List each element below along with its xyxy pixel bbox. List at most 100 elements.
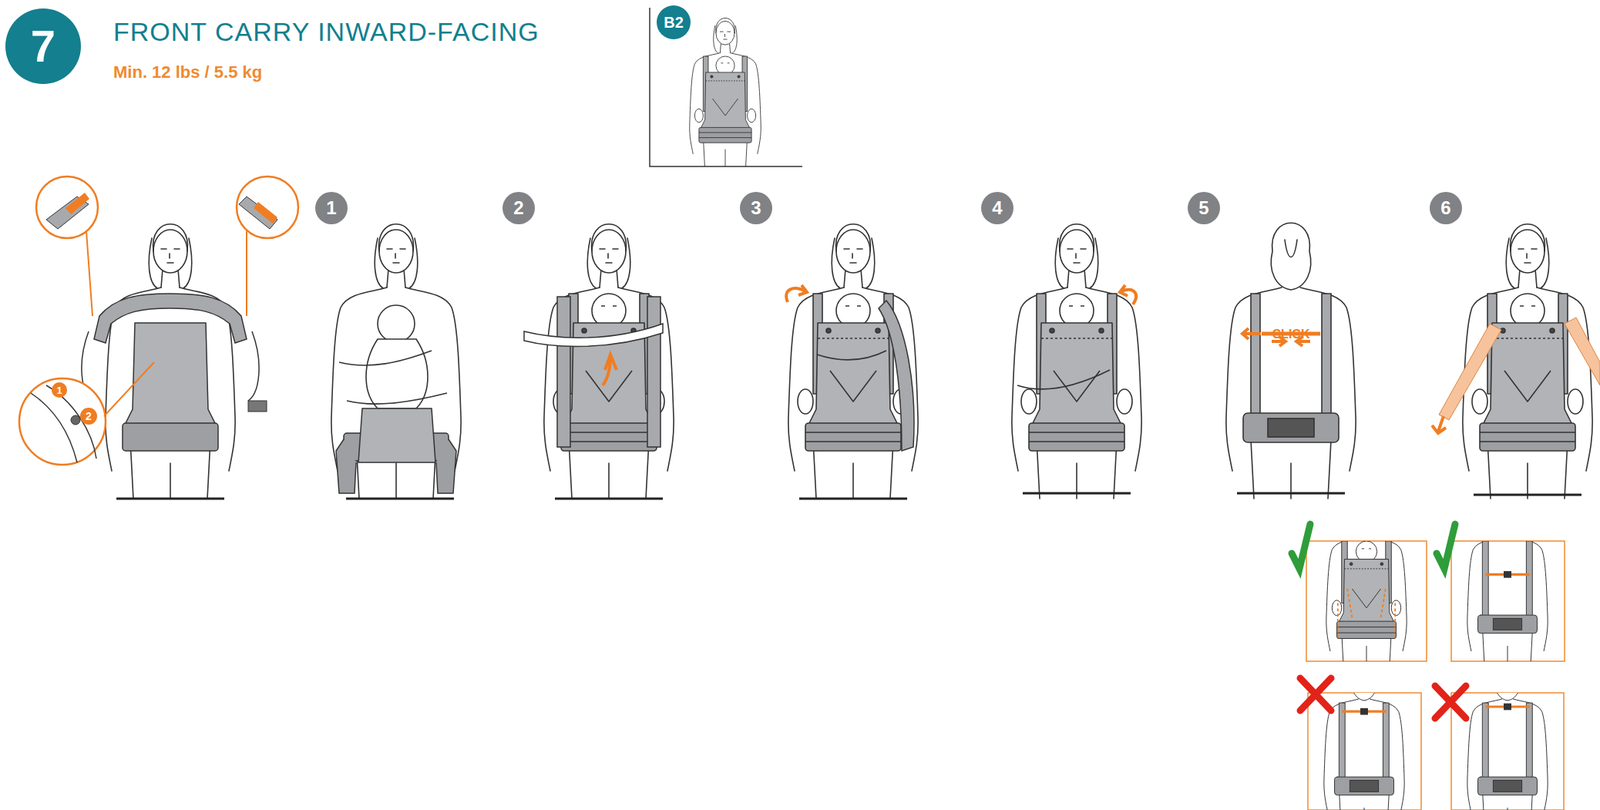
illustration-g	[1226, 222, 1356, 499]
node-text: 2	[513, 198, 524, 218]
illustration-path	[1337, 588, 1395, 637]
illustration-circle	[70, 415, 81, 425]
illustration-use	[689, 17, 762, 167]
illustration-use	[1324, 692, 1405, 810]
illustration-g	[1324, 692, 1405, 810]
step-number: 6	[1429, 191, 1463, 225]
illustration-g	[524, 224, 674, 499]
illustration-use	[1467, 541, 1548, 662]
illustration-path	[1300, 678, 1332, 711]
illustration-path	[253, 201, 278, 224]
click-label: CLICK	[1272, 327, 1311, 342]
illustration-use	[105, 224, 236, 499]
step-number: 4	[981, 191, 1014, 225]
illustration-path	[1473, 494, 1582, 497]
illustration-g	[689, 17, 762, 167]
illustration-path	[1242, 328, 1261, 340]
illustration-circle	[36, 176, 98, 239]
illustration-g	[689, 17, 762, 167]
circle-fill	[981, 191, 1014, 225]
illustration-path	[554, 497, 663, 501]
illustration-path	[1438, 323, 1502, 421]
section-title: FRONT CARRY INWARD-FACING	[113, 16, 540, 48]
section-number: 7	[5, 8, 81, 85]
illustration-path	[65, 192, 90, 215]
illustration-path	[30, 385, 97, 463]
illustration-path	[1564, 317, 1600, 386]
illustration-path	[358, 408, 436, 463]
illustration-g	[786, 224, 918, 499]
circle-fill	[1429, 191, 1463, 225]
step-number: 2	[502, 191, 535, 225]
illustration-g	[1467, 541, 1548, 662]
circle-fill	[5, 8, 81, 85]
illustration-g	[19, 176, 299, 499]
illustration-path	[786, 285, 807, 303]
illustration-path	[816, 350, 887, 360]
illustration-g	[1467, 692, 1548, 810]
circle-fill	[656, 5, 691, 40]
illustration-path	[1436, 524, 1456, 569]
illustration-g	[1011, 224, 1142, 499]
illustration-rect	[1306, 541, 1427, 662]
illustration-use	[331, 224, 461, 499]
illustration-path	[116, 497, 225, 501]
illustration-rect	[122, 423, 219, 451]
illustration-path	[346, 497, 454, 501]
illustration-g	[1324, 692, 1405, 810]
illustration-path	[124, 322, 216, 425]
node-text: 4	[991, 198, 1002, 218]
illustration-use	[553, 293, 665, 451]
illustration-path	[557, 296, 661, 448]
illustration-use	[1467, 692, 1548, 810]
illustration-g	[1431, 224, 1600, 499]
illustration-use	[1021, 293, 1133, 451]
node-text: 1	[326, 198, 337, 218]
illustration-g	[331, 224, 461, 499]
illustration-use	[788, 224, 918, 499]
illustration-circle	[236, 176, 299, 239]
illustration-rect	[1503, 571, 1512, 579]
illustration-circle	[377, 305, 415, 343]
illustration-path	[81, 331, 259, 401]
weight-note: Min. 12 lbs / 5.5 kg	[113, 62, 263, 83]
illustration-use	[544, 224, 674, 499]
circle-fill	[80, 407, 98, 425]
illustration-g	[1326, 541, 1407, 662]
illustration-rect	[1360, 708, 1369, 716]
circle-fill	[1187, 191, 1221, 225]
illustration-path	[336, 439, 457, 494]
illustration-path	[339, 350, 448, 404]
illustration-path	[1431, 416, 1446, 434]
illustration-path	[602, 354, 617, 386]
illustration-path	[1291, 524, 1311, 569]
illustration-path	[1022, 492, 1131, 495]
illustration-circle	[19, 378, 106, 465]
illustration-path	[524, 323, 663, 347]
illustration-use	[694, 56, 756, 143]
node-text: 1	[56, 385, 62, 396]
node-text: 2	[85, 410, 92, 422]
node-text: 7	[30, 23, 56, 69]
circle-fill	[502, 191, 535, 225]
illustration-path	[1017, 369, 1110, 390]
illustration-g	[1326, 541, 1407, 662]
step-number: 1	[315, 191, 348, 225]
circle-fill	[315, 191, 348, 225]
callout-number: 1	[51, 382, 68, 398]
illustration-rect	[1503, 703, 1512, 711]
node-text: 6	[1440, 198, 1451, 218]
illustration-rect	[248, 400, 267, 412]
node-text: 5	[1198, 198, 1209, 218]
illustration-use	[1326, 541, 1407, 662]
node-text: B2	[663, 14, 684, 31]
illustration-path	[1236, 492, 1345, 495]
illustration-use	[1331, 541, 1401, 639]
illustration-use	[1011, 224, 1142, 499]
illustration-path	[366, 339, 428, 409]
illustration-g	[1467, 541, 1548, 662]
illustration-use	[1472, 293, 1584, 451]
step-number: 5	[1187, 191, 1221, 225]
illustration-path	[1435, 685, 1466, 719]
